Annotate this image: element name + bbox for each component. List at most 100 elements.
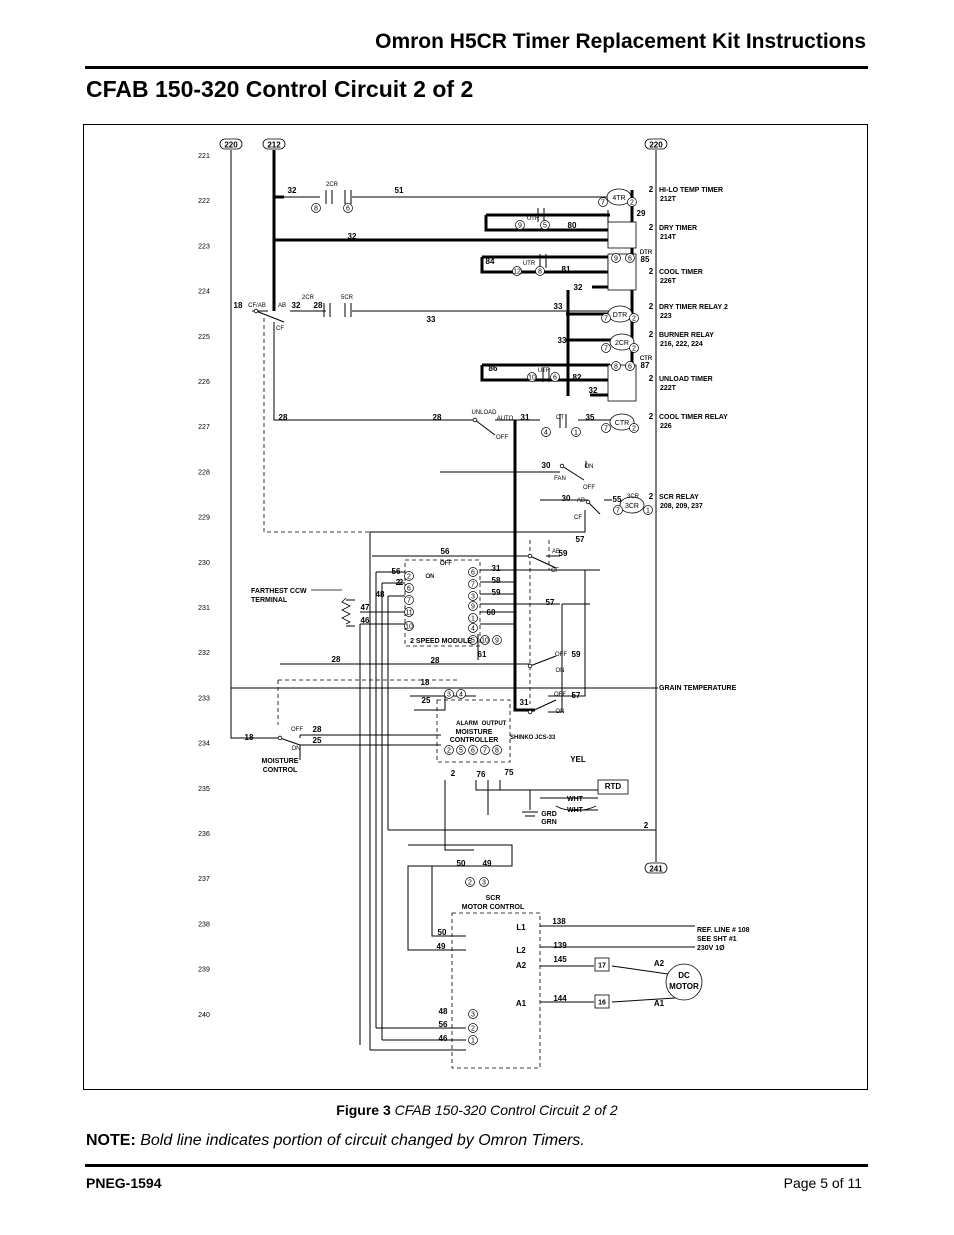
pin-label: 2 bbox=[407, 574, 411, 581]
line-number: 240 bbox=[198, 1012, 210, 1019]
contact-label: AB bbox=[278, 303, 286, 309]
wire-number: 56 bbox=[392, 567, 401, 576]
control-wire bbox=[273, 322, 475, 421]
switch-terminal bbox=[253, 308, 259, 314]
pin-circle bbox=[444, 689, 454, 699]
linkage-dashed bbox=[263, 318, 585, 533]
linkage-dashed bbox=[404, 559, 481, 647]
control-wire bbox=[444, 780, 474, 851]
pin-label: 5 bbox=[471, 638, 475, 645]
pin-label: 1 bbox=[646, 508, 650, 515]
rail-tag-label: 220 bbox=[649, 141, 663, 150]
pin-circle bbox=[404, 583, 414, 593]
wire-number: 28 bbox=[431, 656, 440, 665]
switch-terminal bbox=[277, 735, 283, 741]
rail-tag bbox=[262, 138, 286, 150]
pin-label: 11 bbox=[405, 610, 412, 617]
contact-label: DTR bbox=[640, 250, 653, 256]
header-title: Omron H5CR Timer Replacement Kit Instruc… bbox=[375, 30, 866, 53]
line-number: 239 bbox=[198, 967, 210, 974]
load-label: COOL TIMER bbox=[659, 269, 703, 276]
control-wire bbox=[548, 660, 563, 713]
relay-contact bbox=[542, 368, 550, 382]
rail-tag bbox=[644, 862, 668, 874]
relay-contact bbox=[537, 208, 545, 222]
pin-circle bbox=[404, 621, 414, 631]
linkage-dashed bbox=[451, 912, 541, 1069]
misc-label-grn: GRN bbox=[541, 819, 557, 826]
pin-label: 6 bbox=[628, 364, 632, 371]
relay-coil-label: 4TR bbox=[612, 195, 625, 202]
pin-label: 7 bbox=[604, 426, 608, 433]
pin-circle bbox=[404, 571, 414, 581]
misc-label-ctr-top: CTR bbox=[640, 356, 653, 362]
rail-tag bbox=[219, 138, 243, 150]
pin-label: 8 bbox=[495, 748, 499, 755]
contact-label: CF bbox=[276, 326, 284, 332]
coil-terminal-number: 2 bbox=[649, 492, 654, 501]
pin-label: 2 bbox=[468, 880, 472, 887]
pin-label: 2 bbox=[632, 426, 636, 433]
contact-label: AB bbox=[577, 498, 585, 504]
pin-label: 7 bbox=[601, 200, 605, 207]
contact-label: AUTO bbox=[497, 416, 514, 422]
line-number: 232 bbox=[198, 650, 210, 657]
line-number: 233 bbox=[198, 695, 210, 702]
omron-bold-wire bbox=[513, 420, 535, 712]
contact-label: AB bbox=[552, 549, 560, 555]
load-label: DRY TIMER RELAY 2 bbox=[659, 304, 728, 311]
misc-label-off: OFF bbox=[440, 561, 452, 567]
pin-circle bbox=[468, 591, 478, 601]
pin-label: 8 bbox=[614, 364, 618, 371]
contact-label: UTR bbox=[523, 261, 536, 267]
wire-number: 18 bbox=[421, 678, 430, 687]
pin-label: 4 bbox=[459, 692, 463, 699]
wire-number: 82 bbox=[573, 373, 582, 382]
contact-label: 5CR bbox=[341, 295, 354, 301]
pin-label: 3 bbox=[471, 594, 475, 601]
contact-label: 2CR bbox=[326, 182, 339, 188]
pin-label: 6 bbox=[553, 375, 557, 382]
wire-number: 49 bbox=[483, 859, 492, 868]
misc-label-moist-ctrl-2: CONTROLLER bbox=[450, 737, 499, 744]
contact-label: OFF bbox=[555, 652, 567, 658]
pin-label: 2 bbox=[632, 346, 636, 353]
wire-number: 47 bbox=[361, 603, 370, 612]
relay-contact bbox=[539, 254, 547, 268]
pin-circle bbox=[515, 220, 525, 230]
wire-number: 2 bbox=[396, 578, 401, 587]
note-label: NOTE: bbox=[86, 1132, 136, 1149]
misc-label-grd: GRD bbox=[541, 811, 557, 818]
pin-circle bbox=[468, 1023, 478, 1033]
line-number: 229 bbox=[198, 515, 210, 522]
pin-circle bbox=[492, 745, 502, 755]
line-number: 222 bbox=[198, 198, 210, 205]
load-label: BURNER RELAY bbox=[659, 332, 714, 339]
pin-circle bbox=[480, 635, 490, 645]
pin-circle bbox=[479, 877, 489, 887]
pin-circle bbox=[601, 423, 611, 433]
misc-label-a1: A1 bbox=[516, 999, 527, 1008]
relay-coil-label: DTR bbox=[613, 312, 627, 319]
line-number: 237 bbox=[198, 876, 210, 883]
relay-coil-label: CTR bbox=[615, 420, 629, 427]
pin-label: 3 bbox=[447, 692, 451, 699]
pin-circle bbox=[492, 635, 502, 645]
potentiometer-resistor bbox=[341, 597, 351, 625]
control-wire bbox=[540, 925, 695, 948]
line-number: 225 bbox=[198, 334, 210, 341]
load-reference: 222T bbox=[660, 385, 677, 392]
pin-label: 5 bbox=[543, 223, 547, 230]
wire-number: 28 bbox=[313, 725, 322, 734]
wire-number: 87 bbox=[641, 361, 650, 370]
relay-contact bbox=[325, 190, 333, 204]
wire-number: 33 bbox=[558, 336, 567, 345]
pin-label: 7 bbox=[407, 598, 411, 605]
relay-coil bbox=[609, 333, 635, 351]
control-wire bbox=[431, 866, 466, 937]
pin-label: 9 bbox=[614, 256, 618, 263]
misc-label-rtd: RTD bbox=[605, 782, 622, 791]
pin-circle bbox=[601, 313, 611, 323]
pin-label: 16 bbox=[598, 1000, 606, 1007]
